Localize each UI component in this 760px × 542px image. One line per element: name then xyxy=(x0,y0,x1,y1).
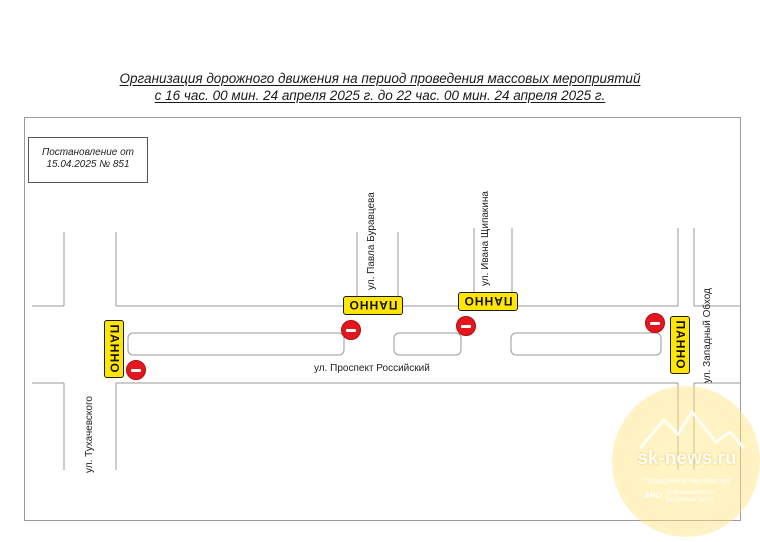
watermark-circle xyxy=(612,386,760,537)
title-line-2: с 16 час. 00 мин. 24 апреля 2025 г. до 2… xyxy=(154,88,606,103)
median-island-3 xyxy=(510,332,662,356)
panno-sign-tukhachevskogo: ПАННО xyxy=(104,320,124,378)
title-line-1: Организация дорожного движения на период… xyxy=(119,71,641,86)
no-entry-icon xyxy=(341,320,361,340)
street-label-main: ул. Проспект Российский xyxy=(314,363,430,374)
street-label-shchipakina: ул. Ивана Щипакина xyxy=(480,191,491,286)
diagram-title: Организация дорожного движения на период… xyxy=(0,70,760,104)
watermark-org: Информационно- ресурсный центр xyxy=(666,490,736,504)
decree-line-2: 15.04.2025 № 851 xyxy=(46,159,130,170)
median-island-2 xyxy=(393,332,462,356)
watermark-site: sk-news.ru xyxy=(637,448,737,469)
decree-line-1: Постановление от xyxy=(41,147,135,158)
watermark-org-line-1: Информационно- xyxy=(666,490,715,496)
panno-sign-shchipakina: ПАННО xyxy=(458,292,518,311)
no-entry-icon xyxy=(456,316,476,336)
watermark-org-line-2: ресурсный центр xyxy=(666,497,714,503)
panno-sign-zapadny-obkhod: ПАННО xyxy=(670,316,690,374)
no-entry-icon xyxy=(645,313,665,333)
panno-sign-buravtseva: ПАННО xyxy=(343,296,403,315)
no-entry-icon xyxy=(126,360,146,380)
street-label-tukhachevskogo: ул. Тухачевского xyxy=(84,396,95,473)
street-label-zapadny-obkhod: ул. Западный Обход xyxy=(702,288,713,383)
median-island-1 xyxy=(127,332,345,356)
watermark-partner: "Гражданское партнёрство" xyxy=(642,478,732,485)
scheme-frame xyxy=(24,117,741,521)
street-label-buravtseva: ул. Павла Буравцева xyxy=(366,192,377,290)
decree-box: Постановление от 15.04.2025 № 851 xyxy=(28,137,148,183)
watermark-ano: АНО xyxy=(644,491,662,500)
mountain-icon xyxy=(638,409,746,449)
